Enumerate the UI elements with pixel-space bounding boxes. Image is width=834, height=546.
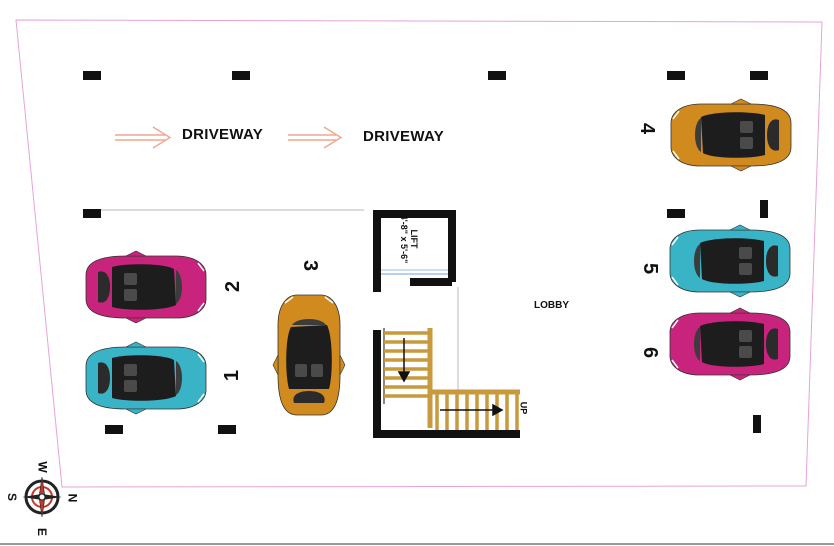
- column: [750, 71, 768, 80]
- slot-number-3: 3: [299, 259, 322, 272]
- car-slot-3: [272, 294, 346, 416]
- slot-number-2: 2: [222, 280, 245, 293]
- column: [105, 425, 123, 434]
- column: [83, 209, 101, 218]
- column: [488, 71, 506, 80]
- column: [753, 415, 761, 433]
- column: [83, 71, 101, 80]
- staircase: [373, 328, 520, 438]
- lift-shaft: [373, 210, 456, 292]
- compass-icon: [22, 476, 62, 518]
- compass-south: S: [5, 492, 20, 502]
- column: [218, 425, 236, 434]
- slot-number-6: 6: [639, 346, 662, 359]
- lift-size: 4'-8" x 5'-6": [399, 214, 409, 264]
- driveway-label: DRIVEWAY: [363, 128, 445, 145]
- lobby-label: LOBBY: [534, 300, 569, 311]
- driveway-arrows: [115, 126, 343, 149]
- driveway-arrow: [115, 126, 172, 149]
- slot-number-1: 1: [221, 369, 244, 382]
- car-slot-2: [85, 250, 207, 324]
- column: [667, 209, 685, 218]
- car-slot-5: [669, 224, 791, 298]
- car-slot-1: [85, 341, 207, 415]
- columns: [83, 71, 768, 434]
- car-slot-6: [669, 307, 791, 381]
- driveway-arrow: [288, 126, 343, 149]
- stair-direction-arrows: [397, 338, 504, 417]
- lift-title: LIFT: [409, 229, 419, 249]
- column: [760, 200, 768, 218]
- column: [667, 71, 685, 80]
- compass-east: E: [35, 527, 50, 537]
- slot-number-4: 4: [636, 122, 659, 135]
- driveway-label: DRIVEWAY: [182, 126, 264, 143]
- stair-up-label: UP: [518, 401, 529, 415]
- site-boundary: [15, 19, 823, 488]
- column: [232, 71, 250, 80]
- slot-number-5: 5: [639, 262, 662, 275]
- compass-north: N: [65, 493, 80, 503]
- car-slot-4: [670, 98, 792, 172]
- lift-label: LIFT 4'-8" x 5'-6": [399, 209, 419, 269]
- compass-west: W: [35, 461, 50, 473]
